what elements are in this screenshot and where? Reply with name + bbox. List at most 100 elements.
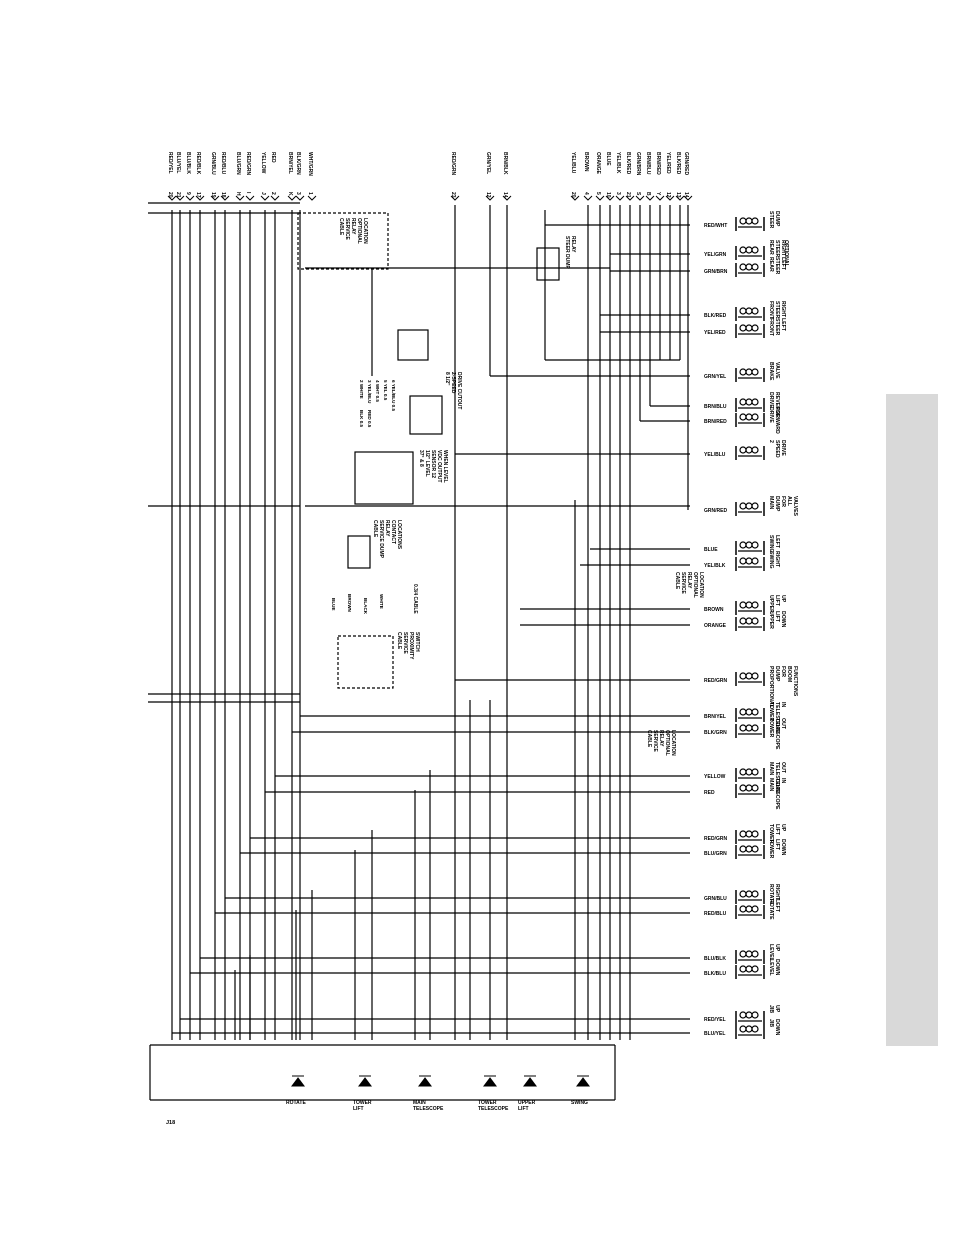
coil-terminals — [735, 768, 765, 782]
device-name: MAIN — [768, 762, 774, 776]
level-sensor-label: SENSOR 12 — [430, 450, 436, 478]
coil-loop — [751, 446, 759, 454]
device-name: LIFT — [774, 824, 780, 836]
left-wire-label: BLU/YEL — [175, 152, 181, 173]
right-wire-pin: 10 — [605, 192, 611, 198]
switch-wire-label: BLUE — [331, 598, 336, 611]
sensor-gauge-label: BLK 0.5 — [359, 410, 364, 428]
coil-terminals — [735, 217, 765, 231]
connector-chevron — [665, 195, 675, 201]
coil-loop — [745, 307, 753, 315]
coil-terminals — [735, 1025, 765, 1039]
coil-loop — [745, 890, 753, 898]
device-name: LEVEL — [768, 944, 774, 962]
left-wire-label: RED/YEL — [167, 152, 173, 174]
device-name: STEER — [768, 211, 774, 229]
coil-loop — [739, 950, 747, 958]
solenoid-icon — [735, 1011, 765, 1025]
connector-chevron — [210, 195, 220, 201]
coil-terminals — [735, 324, 765, 338]
device-name: 2 — [768, 440, 774, 443]
coil-loop — [751, 557, 759, 565]
diode-icon — [576, 1075, 590, 1087]
left-wire-pin: 1 — [307, 192, 313, 195]
cable-dump-relay-label: CABLE — [372, 520, 378, 538]
coil-loop — [751, 541, 759, 549]
device-name: SWING — [768, 551, 774, 569]
coil-terminals — [735, 965, 765, 979]
left-wire-label: RED/GRN — [245, 152, 251, 175]
left-wire-pin: 17 — [195, 192, 201, 198]
right-wire-label: BRN/RED — [655, 152, 661, 175]
coil-terminals — [735, 263, 765, 277]
solenoid-icon — [735, 672, 765, 686]
sensor-gauge-label: RED 0.5 — [367, 410, 372, 428]
solenoid-icon — [735, 601, 765, 615]
solenoid-icon — [735, 890, 765, 904]
prox-switch-label: PROXIMITY — [408, 632, 414, 660]
level-sensor-label: 37° & 8 — [418, 450, 424, 467]
device-wire-label: BROWN — [704, 607, 724, 613]
bottom-group-label: TELESCOPE — [413, 1106, 444, 1112]
device-wire-label: BLU/YEL — [704, 1031, 725, 1037]
mid-wire-label: BRN/BLK — [502, 152, 508, 175]
coil-loop — [745, 368, 753, 376]
coil-loop — [745, 263, 753, 271]
solenoid-icon — [735, 246, 765, 260]
device-wire-label: YEL/BLK — [704, 563, 726, 569]
left-wire-pin: K — [287, 192, 293, 196]
coil-loop — [751, 768, 759, 776]
coil-loop — [745, 950, 753, 958]
coil-loop — [739, 784, 747, 792]
cable-relay-tele-label: RELAY — [658, 730, 664, 747]
cable-dump-relay-label: LOCATIONS — [396, 520, 402, 550]
right-wire-label: YEL/RED — [665, 152, 671, 174]
coil-loop — [751, 845, 759, 853]
solenoid-icon — [735, 708, 765, 722]
connector-chevron — [167, 195, 177, 201]
device-name: TELESCOPE — [774, 778, 780, 810]
cable-relay-swing-label: CABLE — [674, 572, 680, 590]
cable-relay-swing-label: RELAY — [686, 572, 692, 589]
coil-loop — [751, 965, 759, 973]
bottom-group-label: ROTATE — [286, 1100, 306, 1106]
right-wire-label: GRN/RED — [683, 152, 689, 175]
diode-icon — [358, 1075, 372, 1087]
device-name: FOR — [780, 666, 786, 677]
device-wire-label: RED/GRN — [704, 836, 727, 842]
coil-loop — [751, 601, 759, 609]
device-name: VALVE — [774, 362, 780, 379]
coil-loop — [739, 672, 747, 680]
left-wire-label: YELLOW — [260, 152, 266, 174]
sensor-pin-label: 5 YEL 0.5 — [383, 380, 388, 401]
left-wire-pin: 9 — [185, 192, 191, 195]
device-name: DOWN — [780, 611, 786, 628]
device-wire-label: RED/GRN — [704, 678, 727, 684]
coil-loop — [745, 905, 753, 913]
device-wire-label: BLUE — [704, 547, 718, 553]
coil-loop — [751, 324, 759, 332]
device-name: DUMP — [774, 211, 780, 227]
switch-wire-label: BLACK — [363, 598, 368, 615]
coil-loop — [751, 398, 759, 406]
coil-terminals — [735, 446, 765, 460]
connector-chevron — [583, 195, 593, 201]
device-wire-label: BRN/YEL — [704, 714, 726, 720]
connector-chevron — [625, 195, 635, 201]
prox-switch-label: CABLE — [396, 632, 402, 650]
bottom-group-label: SWING — [571, 1100, 588, 1106]
device-name: JIB — [768, 1005, 774, 1013]
coil-loop — [745, 724, 753, 732]
connector-chevron — [220, 195, 230, 201]
coil-loop — [739, 768, 747, 776]
coil-terminals — [735, 708, 765, 722]
device-name: UP — [774, 944, 780, 952]
left-wire-pin: 21 — [175, 192, 181, 198]
left-wire-pin: 20 — [167, 192, 173, 198]
connector-chevron — [570, 195, 580, 201]
device-name: FOR — [780, 496, 786, 507]
device-name: LEFT — [780, 257, 786, 271]
coil-loop — [739, 965, 747, 973]
connector-chevron — [287, 195, 297, 201]
bottom-group-label: MAIN — [413, 1100, 426, 1106]
